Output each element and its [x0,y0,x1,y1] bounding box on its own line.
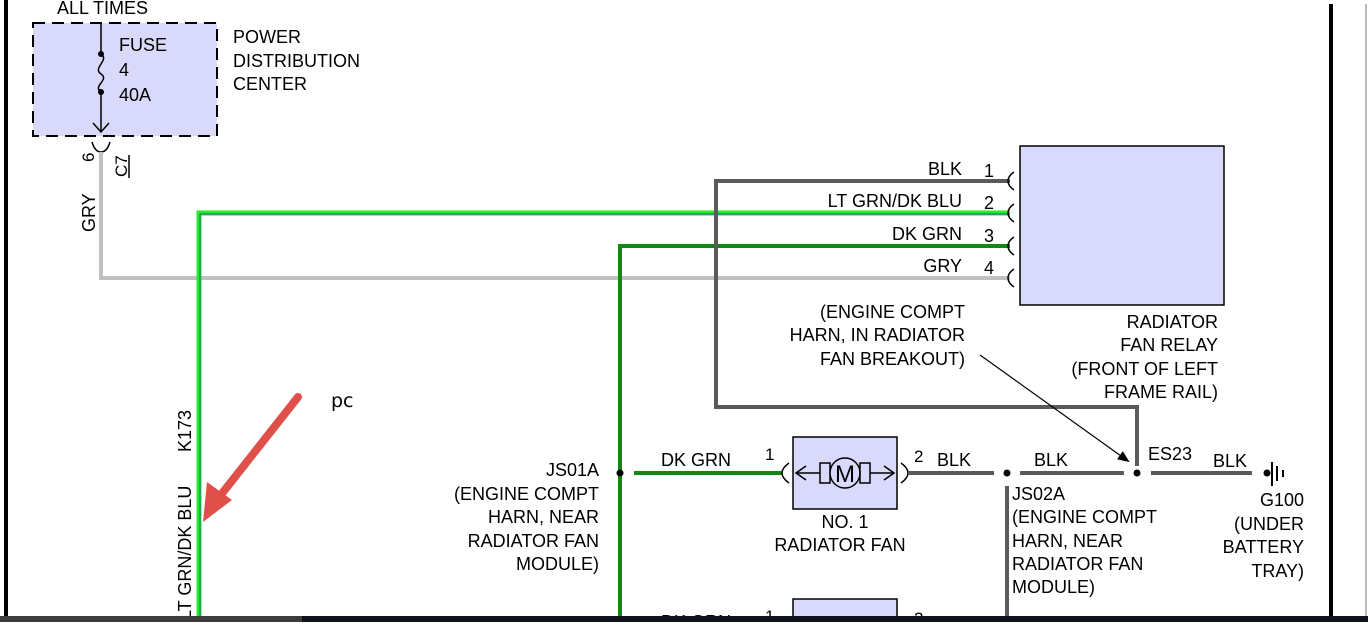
red-annotation-arrow [203,393,302,522]
pdc-label-line3: CENTER [233,74,307,94]
wire-lt-grn-dk-blu-label: LT GRN/DK BLU [175,486,195,620]
breakout-note-line3: FAN BREAKOUT) [820,349,965,369]
splice-js01a-id: JS01A [546,460,599,480]
connector-id-c7: C7 [112,155,131,177]
splice-js02a-desc-line3: RADIATOR FAN [1012,554,1143,574]
fan1-pin1: 1 [765,445,774,464]
motor-symbol: M [835,461,855,488]
relay-pin4-wire-label: GRY [923,256,962,276]
splice-js01a-desc-line4: MODULE) [516,554,599,574]
connector-c7-icon [91,141,111,153]
relay-pin2-wire-label: LT GRN/DK BLU [828,191,962,211]
ground-id: G100 [1260,490,1304,510]
wire-circuit-k173: K173 [175,410,195,452]
relay-label-line3: (FRONT OF LEFT [1071,359,1218,379]
annotation-text: pc [331,390,354,412]
splice-js02a-id: JS02A [1012,484,1065,504]
relay-label-line4: FRAME RAIL) [1104,382,1218,402]
fuse-label: FUSE [119,35,167,55]
pdc-label-line1: POWER [233,27,301,47]
es23-wire-label: BLK [1213,451,1247,471]
ground-desc-line1: (UNDER [1234,514,1304,534]
power-distribution-center-box [32,22,218,137]
wire-gry [99,152,1010,280]
splice-es23-id: ES23 [1148,444,1192,464]
fan1-pin2: 2 [914,447,923,466]
fan1-out-wire-label: BLK [937,450,971,470]
breakout-note-line2: HARN, IN RADIATOR [790,325,965,345]
relay-label-line1: RADIATOR [1127,312,1218,332]
fan1-in-wire-label: DK GRN [661,450,731,470]
ground-desc-line3: TRAY) [1251,561,1304,581]
splice-js02a-desc-line4: MODULE) [1012,577,1095,597]
splice-js01a-desc-line1: (ENGINE COMPT [454,484,599,504]
splice-js01a-dot [616,469,624,477]
relay-pin1-wire-label: BLK [928,159,962,179]
fuse-rating: 40A [119,85,151,105]
splice-js02a-desc-line1: (ENGINE COMPT [1012,507,1157,527]
wire-dk-grn [618,244,1010,622]
connector-pin-6: 6 [79,153,98,162]
js02a-wire-label: BLK [1034,450,1068,470]
breakout-pointer-arrow [979,354,1130,463]
ground-icon [1263,462,1284,486]
ground-desc-line2: BATTERY [1223,537,1304,557]
fan1-label-line2: RADIATOR FAN [774,535,905,555]
motor-icon [794,457,896,489]
relay-connector-icon [1007,171,1015,288]
relay-label-line2: FAN RELAY [1120,335,1218,355]
splice-js01a-desc-line2: HARN, NEAR [488,507,599,527]
fuse-icon [92,23,110,134]
fan1-connector-right-icon [900,462,909,484]
relay-pin1-number: 1 [984,161,994,181]
radiator-fan-relay-box [1019,145,1225,306]
relay-pin2-number: 2 [984,193,994,213]
hot-at-all-times-label: ALL TIMES [57,0,148,18]
fuse-number: 4 [119,60,129,80]
splice-js02a-dot [1003,469,1011,477]
wire-lt-grn-dk-blu [196,210,1010,622]
pdc-label-line2: DISTRIBUTION [233,51,360,71]
breakout-note-line1: (ENGINE COMPT [820,302,965,322]
splice-js01a-desc-line3: RADIATOR FAN [468,531,599,551]
taskbar-strip [302,616,1368,622]
splice-es23-dot [1133,469,1141,477]
scrollbar-track[interactable] [0,616,302,622]
splice-js02a-desc-line2: HARN, NEAR [1012,531,1123,551]
fan1-connector-left-icon [781,462,790,484]
wire-blk-relay [714,179,1139,466]
wire-lt-grn-dk-blu-stripe [199,213,1010,622]
wire-gry-label: GRY [79,193,99,232]
fan1-label-line1: NO. 1 [821,512,868,532]
relay-pin3-wire-label: DK GRN [892,224,962,244]
relay-pin3-number: 3 [984,226,994,246]
relay-pin4-number: 4 [984,258,994,278]
